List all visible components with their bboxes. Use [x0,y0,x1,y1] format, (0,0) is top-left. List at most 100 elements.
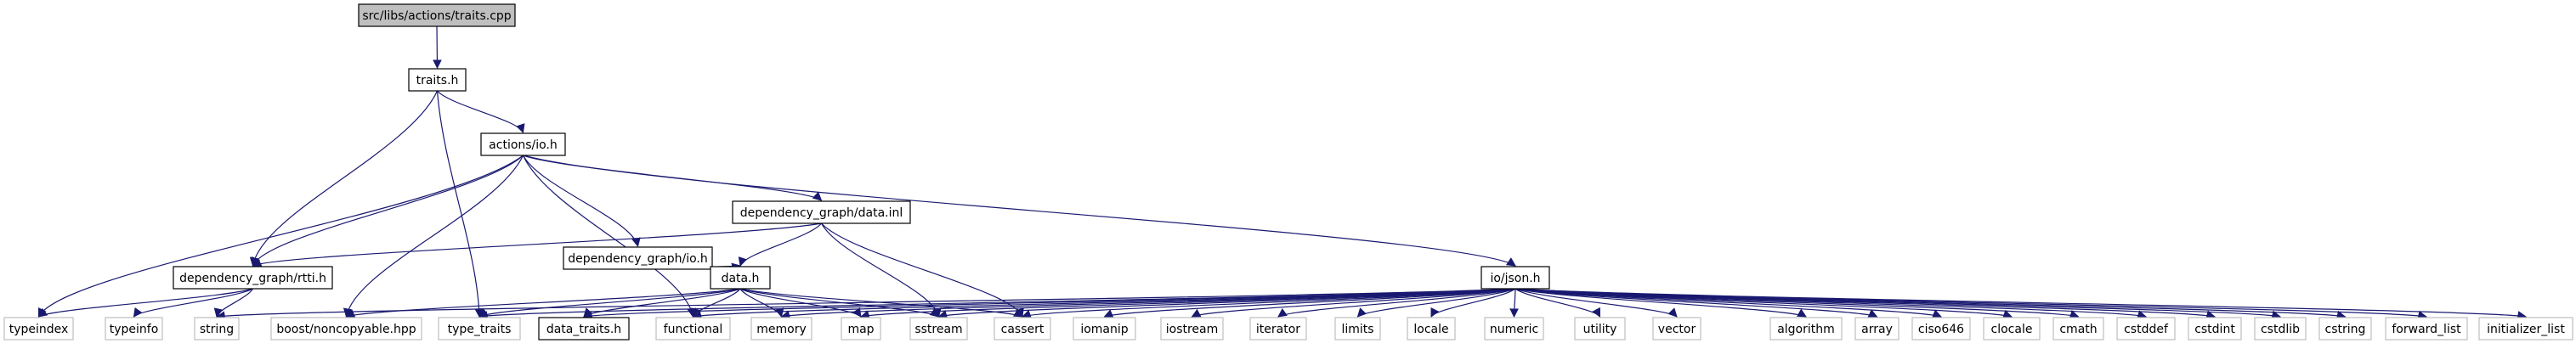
node-box [105,317,163,341]
node-box [2052,317,2104,341]
node-label: string [200,323,234,336]
node-algorithm[interactable]: algorithm [1769,317,1843,341]
node-locale[interactable]: locale [1407,317,1456,341]
node-box [655,317,731,341]
node-data-traits-h[interactable]: data_traits.h [538,317,630,341]
node-vector[interactable]: vector [1652,317,1701,341]
edge-actions_io_h-to-typeindex [37,155,524,318]
edge-dg_rtti_h-to-typeinfo [133,288,253,318]
node-root[interactable]: src/libs/actions/traits.cpp [358,3,516,27]
node-cstdlib[interactable]: cstdlib [2254,317,2307,341]
node-label: forward_list [2392,323,2461,336]
node-map[interactable]: map [841,317,881,341]
node-clocale[interactable]: clocale [1983,317,2041,341]
node-label: algorithm [1777,323,1835,336]
node-label: iomanip [1080,323,1128,336]
edge-io_json_h-to-iostream [1191,288,1516,318]
node-label: dependency_graph/data.inl [740,206,903,220]
node-box [1160,317,1224,341]
node-initializer-list[interactable]: initializer_list [2478,317,2573,341]
node-box [1574,317,1626,341]
node-numeric[interactable]: numeric [1484,317,1544,341]
edge-root-to-traits_h [433,25,442,70]
node-dg-rtti-h[interactable]: dependency_graph/rtti.h [173,266,333,290]
node-array[interactable]: array [1854,317,1899,341]
node-label: limits [1341,323,1373,336]
node-layer: src/libs/actions/traits.cpp traits.h actio… [3,3,2573,341]
edge-actions_io_h-to-dg_rtti_h [252,155,524,267]
node-string[interactable]: string [194,317,240,341]
node-label: cstdlib [2261,323,2300,336]
edge-io_json_h-to-vector [1514,288,1678,318]
edge-dg_rtti_h-to-string [213,288,254,318]
node-box [538,317,630,341]
node-box [750,317,812,341]
node-typeindex[interactable]: typeindex [3,317,74,341]
node-iostream[interactable]: iostream [1160,317,1224,341]
node-box [2385,317,2468,341]
node-box [841,317,881,341]
node-label: dependency_graph/io.h [568,252,707,266]
node-box [909,317,968,341]
edge-actions_io_h-to-io_json_h [523,155,1516,267]
node-utility[interactable]: utility [1574,317,1626,341]
edge-io_json_h-to-initializer_list [1514,288,2528,320]
node-box [1480,266,1550,290]
node-iterator[interactable]: iterator [1249,317,1307,341]
node-label: locale [1413,323,1448,336]
node-cstdint[interactable]: cstdint [2188,317,2242,341]
node-cstddef[interactable]: cstddef [2116,317,2176,341]
node-label: typeinfo [110,323,159,336]
node-box [194,317,240,341]
edge-actions_io_h-to-dg_io_h [522,155,641,248]
edge-dg_data_inl-to-cassert [821,222,1024,318]
node-ciso646[interactable]: ciso646 [1911,317,1971,341]
node-io-json-h[interactable]: io/json.h [1480,266,1550,290]
node-box [710,266,771,290]
edge-io_json_h-to-locale [1430,288,1516,318]
node-label: cstdint [2194,323,2235,336]
node-box [2254,317,2307,341]
node-box [173,266,333,290]
node-memory[interactable]: memory [750,317,812,341]
node-typeinfo[interactable]: typeinfo [105,317,163,341]
edge-dg_data_inl-to-dg_rtti_h [252,222,822,267]
node-box [1911,317,1971,341]
edge-dg_data_inl-to-data_h [738,222,822,267]
edge-data_h-to-type_traits [478,288,741,318]
node-type-traits[interactable]: type_traits [438,317,521,341]
node-label: functional [664,323,723,336]
node-functional[interactable]: functional [655,317,731,341]
node-cmath[interactable]: cmath [2052,317,2104,341]
node-iomanip[interactable]: iomanip [1073,317,1136,341]
node-label: memory [756,323,807,336]
node-cstring[interactable]: cstring [2318,317,2372,341]
node-label: io/json.h [1490,272,1540,285]
edge-io_json_h-to-limits [1356,288,1516,318]
node-boost-nc[interactable]: boost/noncopyable.hpp [270,317,422,341]
node-box [1249,317,1307,341]
node-label: type_traits [448,323,512,336]
node-box [1854,317,1899,341]
node-box [1769,317,1843,341]
node-label: typeindex [9,323,69,336]
node-box [2188,317,2242,341]
node-cassert[interactable]: cassert [994,317,1051,341]
edge-io_json_h-to-utility [1514,288,1601,318]
node-forward-list[interactable]: forward_list [2385,317,2468,341]
node-data-h[interactable]: data.h [710,266,771,290]
node-box [2116,317,2176,341]
node-dg-io-h[interactable]: dependency_graph/io.h [563,246,713,270]
node-dg-data-inl[interactable]: dependency_graph/data.inl [732,200,911,224]
edge-dg_rtti_h-to-typeindex [37,288,253,318]
node-actions-io-h[interactable]: actions/io.h [480,132,566,156]
node-box [2478,317,2573,341]
node-label: initializer_list [2487,323,2565,336]
node-traits-h[interactable]: traits.h [408,68,467,92]
edge-layer [37,25,2528,321]
node-label: ciso646 [1918,323,1964,336]
node-box [994,317,1051,341]
edge-data_h-to-memory [739,288,784,318]
node-sstream[interactable]: sstream [909,317,968,341]
node-limits[interactable]: limits [1334,317,1381,341]
